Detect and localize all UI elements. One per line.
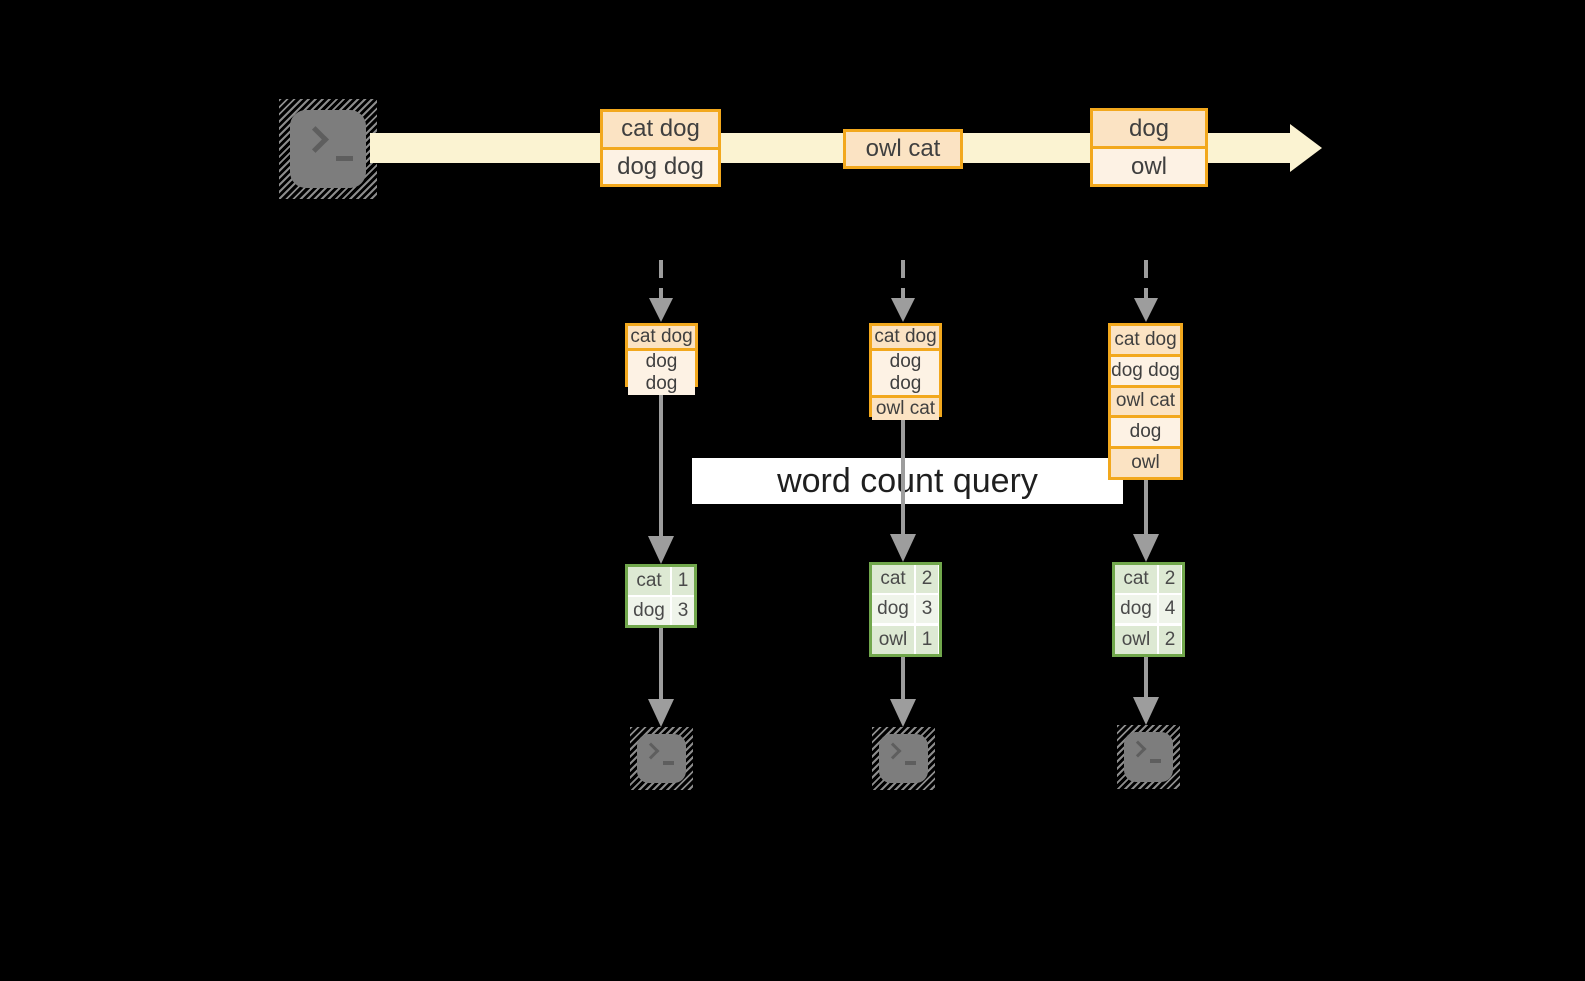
count-cell: 1 [672,567,694,595]
buffer-row: dog dog [872,348,939,395]
arrow-head-table-sink-3 [1133,697,1159,725]
count-table-1: cat 1 dog 3 [625,564,697,628]
buffer-row: dog dog [628,348,695,395]
buffer-row: owl cat [1111,384,1180,416]
terminal-screen [290,110,366,188]
buffer-stack-1: cat dog dog dog [625,323,698,395]
arrow-line-table-sink-2 [901,657,905,699]
buffer-row: owl [1111,446,1180,477]
count-table-3: cat 2 dog 4 owl 2 [1112,562,1185,657]
source-terminal-icon [279,99,377,199]
count-cell: 1 [916,625,938,654]
word-cell: owl [1115,625,1157,654]
dashed-arrow-head-3 [1134,298,1158,322]
terminal-cursor-icon [336,156,353,161]
stream-event-box-1: cat dog dog dog [600,109,721,187]
count-cell: 3 [916,595,938,624]
terminal-cursor-icon [663,761,674,765]
word-cell: dog [872,595,914,624]
count-cell: 4 [1159,595,1181,624]
word-cell: dog [1115,595,1157,624]
buffer-stack-3: cat dog dog dog owl cat dog owl [1108,323,1183,480]
terminal-screen [1124,732,1173,782]
dashed-arrow-line-3 [1144,260,1148,298]
stream-arrowhead [1290,124,1322,172]
event-word: dog [1093,111,1205,146]
word-cell: cat [628,567,670,595]
count-cell: 2 [916,565,938,593]
terminal-cursor-icon [1150,759,1161,763]
buffer-row: cat dog [872,326,939,348]
count-cell: 3 [672,597,694,625]
terminal-screen [637,734,686,783]
event-word: cat dog [603,112,718,147]
dashed-arrow-head-2 [891,298,915,322]
count-cell: 2 [1159,565,1181,593]
arrow-line-buffer-table-1 [659,385,663,536]
event-word: owl cat [846,132,960,166]
arrow-line-table-sink-3 [1144,657,1148,697]
terminal-prompt-icon [642,742,660,760]
dashed-arrow-line-2 [901,260,905,298]
word-cell: cat [872,565,914,593]
arrow-head-table-sink-1 [648,699,674,727]
arrow-head-buffer-table-3 [1133,534,1159,562]
buffer-row: dog dog [1111,353,1180,385]
buffer-row: owl cat [872,395,939,420]
stream-event-box-2: owl cat [843,129,963,169]
terminal-cursor-icon [905,761,916,765]
buffer-stack-2: cat dog dog dog owl cat [869,323,942,420]
dashed-arrow-line-1 [659,260,663,298]
word-cell: dog [628,597,670,625]
sink-terminal-icon-2 [872,727,935,790]
sink-terminal-icon-3 [1117,725,1180,789]
word-cell: owl [872,625,914,654]
buffer-row: cat dog [628,326,695,348]
query-label-text: word count query [777,461,1038,500]
dashed-arrow-head-1 [649,298,673,322]
arrow-line-table-sink-1 [659,628,663,699]
stream-event-box-3: dog owl [1090,108,1208,187]
arrow-line-buffer-table-2 [901,415,905,534]
arrow-line-buffer-table-3 [1144,478,1148,534]
terminal-prompt-icon [1129,740,1147,758]
count-table-2: cat 2 dog 3 owl 1 [869,562,942,657]
sink-terminal-icon-1 [630,727,693,790]
terminal-screen [879,734,928,783]
event-word: dog dog [603,146,718,184]
terminal-prompt-icon [884,742,902,760]
event-word: owl [1093,146,1205,184]
arrow-head-buffer-table-2 [890,534,916,562]
word-cell: cat [1115,565,1157,593]
arrow-head-buffer-table-1 [648,536,674,564]
arrow-head-table-sink-2 [890,699,916,727]
terminal-prompt-icon [302,126,329,153]
buffer-row: cat dog [1111,326,1180,354]
count-cell: 2 [1159,625,1181,654]
query-label: word count query [692,458,1123,504]
buffer-row: dog [1111,415,1180,447]
